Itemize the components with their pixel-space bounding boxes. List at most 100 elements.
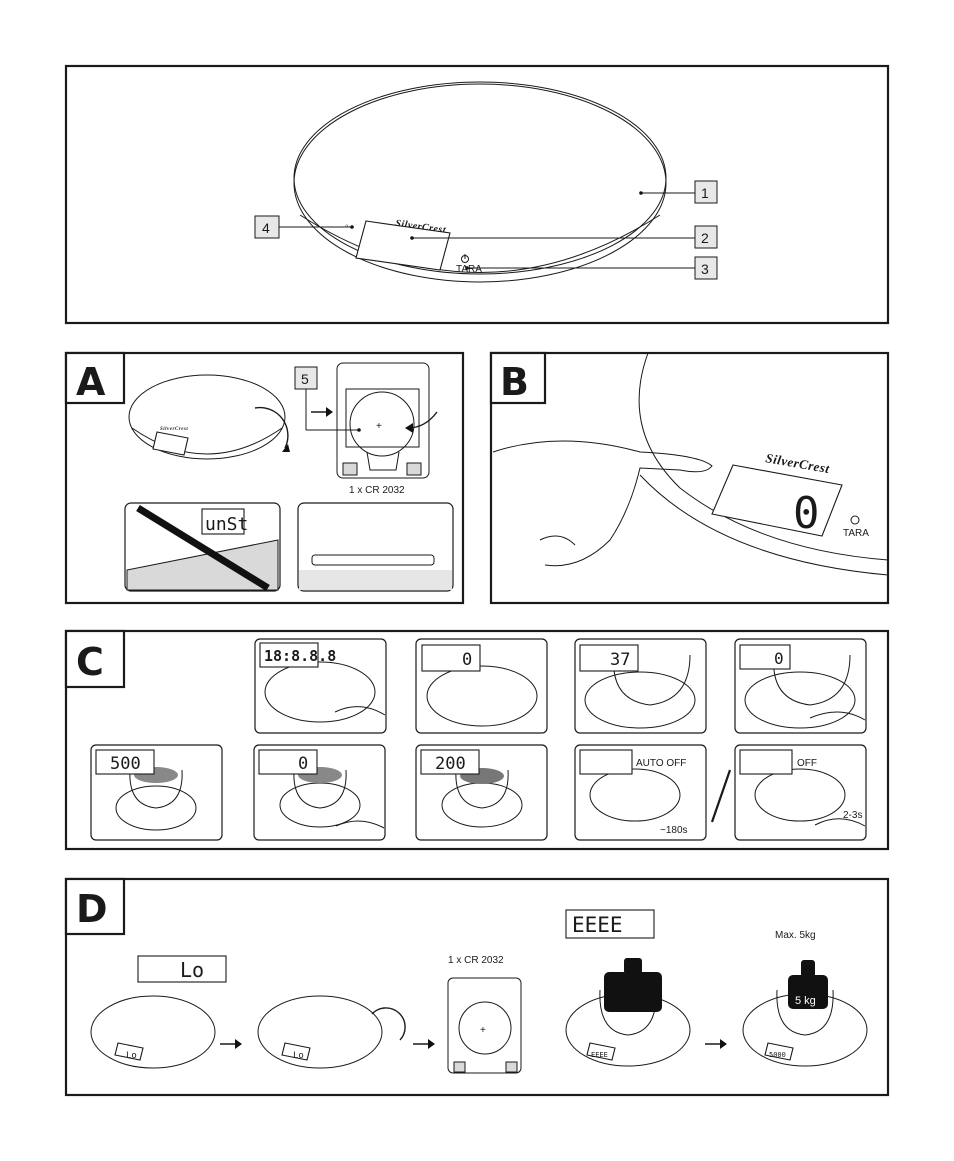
panel-a-scale-base [131,427,283,455]
panel-b-tab [489,351,547,405]
weight-icon-4 [788,975,828,1009]
step-9-label: OFF [797,758,817,769]
panel-b-display-text: 0 [793,488,820,539]
panel-d-plus-icon: + [480,1025,486,1036]
step-3-bowl [613,654,691,706]
step-card-8: AUTO OFF ~180s [574,744,707,841]
step-1-display-text: 18:8.8.8 [264,647,336,665]
step-card-7: 200 [415,744,548,841]
panel-a-tab [64,351,126,405]
callout-box-1 [694,180,718,204]
step-9-scale [754,768,846,822]
low-battery-display-text: Lo [180,958,204,982]
step-2-display-text: 0 [462,650,472,670]
panel-a-letter: A [76,360,106,404]
step-3-display-text: 37 [610,650,630,670]
panel-d-scale-1-display [114,1042,144,1061]
panel-d-scale-3-display [586,1042,616,1061]
step-4-bowl [773,654,851,706]
step-card-6: 0 [253,744,386,841]
callout-box-3 [694,256,718,280]
panel-d-tab [64,877,126,936]
overload-display [565,909,655,939]
panel-d-letter: D [76,887,108,931]
step-7-display-text: 200 [435,754,466,774]
step-6-finger [335,820,385,829]
panel-d-rotate-arrow [371,1007,406,1041]
step-7-bowl [455,769,509,809]
step-9-display [739,749,793,775]
step-card-9: OFF 2-3s [734,744,867,841]
panel-b-plate-edge [638,352,889,561]
callout-label-2: 2 [701,230,709,246]
panel-d-battery-compartment [447,977,522,1074]
panel-b: B 0 SilverCrest TARA [489,351,890,605]
hand-knuckle [539,535,576,546]
flat-surface [299,570,452,590]
step-4-display [739,644,791,670]
panel-a-rotate-arrow [254,406,289,449]
panel-d-scale-4-text: 5000 [769,1051,786,1059]
panel-a-display [152,431,189,456]
panel-b-tara-label: TARA [843,528,869,539]
step-5-bowl [129,769,183,809]
panel-d-frame [64,877,890,1097]
panel-b-frame [489,351,890,605]
arrow-3-head [720,1039,727,1049]
battery-insert-arrowhead [405,423,413,433]
panel-d: D Lo Lo Lo 1 x CR 2032 + EEEE EEEE Max. … [64,877,890,1097]
display-window [355,220,451,271]
step-card-4: 0 [734,638,867,734]
panel-b-power-icon [850,515,860,525]
panel-a-scale [128,374,286,460]
callout-dot-3 [465,266,469,270]
scale-plate-rim [293,83,667,283]
prohibited-slash-icon [136,505,270,591]
panel-b-plate-rim [639,474,889,576]
weight-icon-3 [604,972,662,1012]
panel-c-letter: C [76,640,104,684]
callout-dot-4 [350,225,354,229]
tilted-surface [126,539,279,591]
callout-dot-2 [410,236,414,240]
panel-a-battery-label: 1 x CR 2032 [349,485,405,496]
step-9-finger [814,818,866,827]
overview-panel: SilverCrest TARA ◦ 1 2 3 4 [64,64,890,325]
step-6-display [258,749,318,775]
panel-c: C 18:8.8.8 0 37 0 [64,629,890,851]
overview-frame [64,64,890,325]
step-3-scale [584,671,696,729]
step-8-scale [589,768,681,822]
callout-box-5 [294,366,318,390]
panel-d-scale-1 [90,995,216,1069]
panel-d-battery-label: 1 x CR 2032 [448,955,504,966]
panel-d-scale-1-text: Lo [126,1051,137,1061]
battery-coin [349,391,415,457]
weight-handle-3 [624,958,642,974]
callout-label-4: 4 [262,220,270,236]
panel-d-foot-right [505,1061,518,1073]
step-2-scale [426,665,538,727]
step-7-display [420,749,480,775]
panel-d-battery-coin [458,1001,512,1055]
step-9-time: 2-3s [843,810,862,821]
panel-d-scale-3-text: EEEE [591,1051,608,1059]
step-4-finger [809,711,866,721]
low-battery-display [137,955,227,983]
step-1-display [259,642,319,668]
unstable-display [201,508,245,535]
step-8-display [579,749,633,775]
panel-d-bowl-4 [776,989,834,1036]
battery-foot-right [406,462,422,476]
step-5-display [95,749,155,775]
panel-b-letter: B [500,360,529,404]
step-8-label: AUTO OFF [636,758,686,769]
arrow-right-head [326,407,333,417]
step-card-1: 18:8.8.8 [254,638,387,734]
panel-a-brand: SilverCrest [160,427,188,432]
hand-pressing-button [492,440,713,567]
callout-label-3: 3 [701,261,709,277]
step-1-scale [264,661,376,723]
panel-d-scale-4-display [764,1042,794,1061]
